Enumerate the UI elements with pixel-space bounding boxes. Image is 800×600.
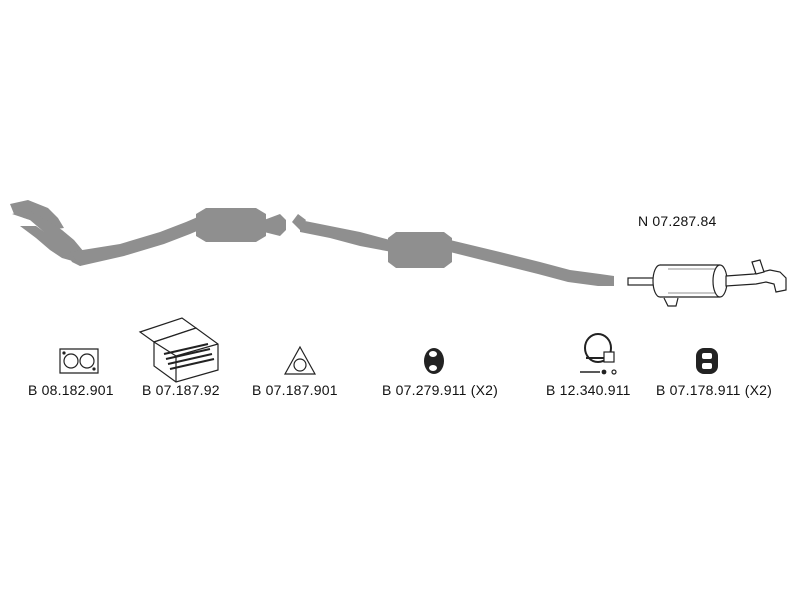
middle-pipe-section bbox=[292, 214, 614, 286]
pipe-clamp-icon bbox=[580, 333, 617, 375]
rubber-hanger-icon bbox=[696, 348, 718, 374]
mounting-kit-box-icon bbox=[138, 317, 219, 383]
main-part-number-label: N 07.287.84 bbox=[638, 213, 717, 229]
part-number-label: B 08.182.901 bbox=[28, 382, 114, 398]
part-number-label: B 07.187.901 bbox=[252, 382, 338, 398]
part-number-label: B 07.187.92 bbox=[142, 382, 220, 398]
flange-gasket-icon bbox=[59, 348, 99, 374]
rear-silencer bbox=[627, 259, 787, 307]
front-pipe-section bbox=[10, 200, 286, 266]
rubber-ring-icon bbox=[424, 348, 444, 374]
part-number-label: B 12.340.911 bbox=[546, 382, 631, 398]
part-number-label: B 07.178.911 (X2) bbox=[656, 382, 772, 398]
part-number-label: B 07.279.911 (X2) bbox=[382, 382, 498, 398]
triangle-gasket-icon bbox=[283, 345, 317, 375]
